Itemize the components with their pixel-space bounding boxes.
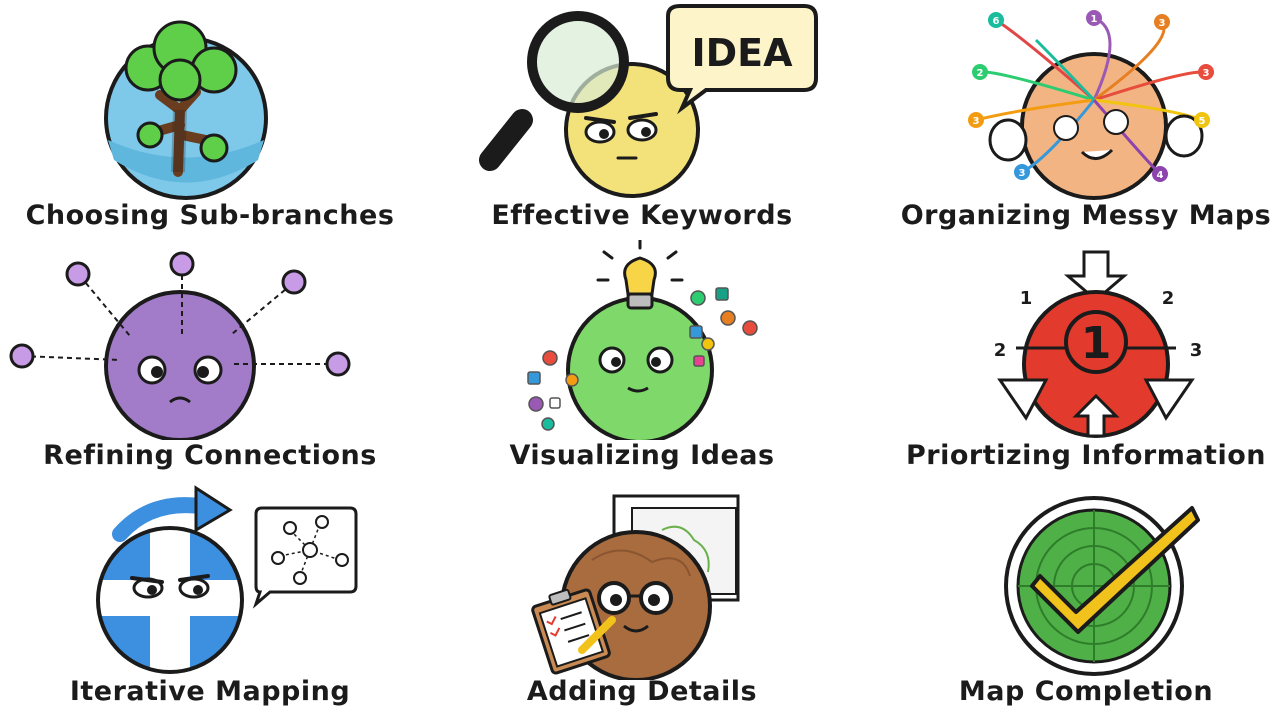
- badge-number: 3: [1203, 68, 1210, 79]
- badge-number: 6: [993, 16, 1000, 27]
- card-effective-keywords: IDEA Effective Keywords: [432, 0, 852, 240]
- card-title: Effective Keywords: [491, 200, 793, 231]
- badge-number: 3: [973, 116, 980, 127]
- card-choosing-sub-branches: Choosing Sub-branches: [0, 0, 420, 240]
- card-title: Visualizing Ideas: [509, 440, 775, 471]
- card-refining-connections: Refining Connections: [0, 240, 420, 480]
- radar-checkmark-icon: [1004, 496, 1200, 676]
- badge-number: 4: [1157, 170, 1164, 181]
- brown-ball-clipboard-icon: [531, 494, 740, 680]
- lightbulb-ball-icon: [527, 240, 758, 440]
- badge-number: 2: [977, 68, 984, 79]
- center-number: 1: [1081, 318, 1112, 369]
- tangled-lines-ball-icon: 1 3 2 3 3 5 3 4 6: [968, 10, 1214, 200]
- card-map-completion: Map Completion: [876, 480, 1280, 720]
- card-organizing-messy-maps: 1 3 2 3 3 5 3 4 6 Organizing Messy Maps: [876, 0, 1280, 240]
- card-iterative-mapping: Iterative Mapping: [0, 480, 420, 720]
- card-title: Choosing Sub-branches: [25, 200, 395, 231]
- side-number: 2: [1162, 288, 1175, 309]
- side-number: 1: [1020, 288, 1033, 309]
- card-title: Iterative Mapping: [69, 676, 351, 707]
- card-title: Map Completion: [958, 676, 1214, 707]
- tree-ball-icon: [104, 20, 268, 200]
- badge-number: 3: [1159, 18, 1166, 29]
- blue-cross-ball-icon: [96, 485, 358, 674]
- magnifier-ball-icon: IDEA: [479, 4, 818, 198]
- card-priortizing-information: 1 1 2 2 3 Priortizing Information: [876, 240, 1280, 480]
- red-priority-ball-icon: 1 1 2 2 3: [994, 250, 1203, 438]
- side-number: 2: [994, 340, 1007, 361]
- bubble-text: IDEA: [691, 31, 793, 75]
- purple-ball-nodes-icon: [9, 251, 351, 440]
- card-title: Priortizing Information: [906, 440, 1266, 471]
- card-visualizing-ideas: Visualizing Ideas: [432, 240, 852, 480]
- card-title: Refining Connections: [43, 440, 377, 471]
- side-number: 3: [1190, 340, 1203, 361]
- card-title: Organizing Messy Maps: [900, 200, 1272, 231]
- badge-number: 5: [1199, 116, 1206, 127]
- badge-number: 3: [1019, 168, 1026, 179]
- card-adding-details: Adding Details: [432, 480, 852, 720]
- badge-number: 1: [1091, 14, 1098, 25]
- card-title: Adding Details: [526, 676, 758, 707]
